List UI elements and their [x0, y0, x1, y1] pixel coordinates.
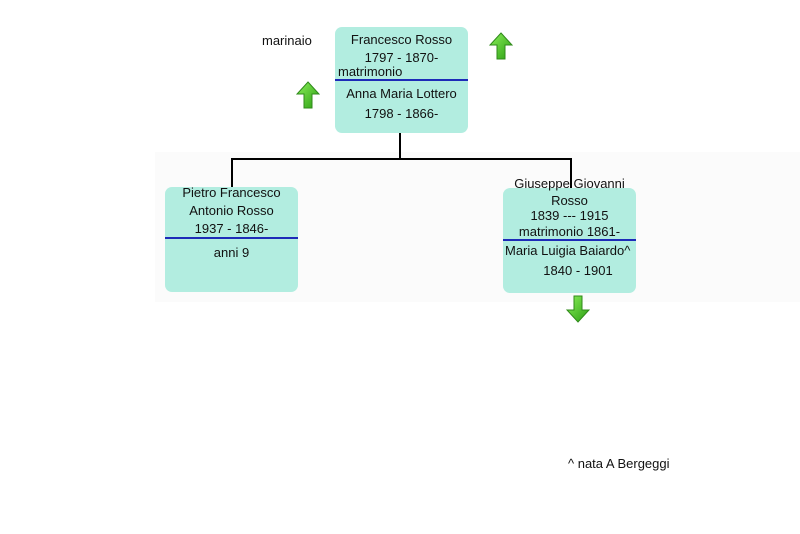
child-dates: 1839 --- 1915 [530, 208, 609, 223]
arrow-up-icon[interactable] [296, 81, 320, 109]
arrow-down-icon[interactable] [566, 295, 590, 323]
footnote: ^ nata A Bergeggi [568, 456, 670, 471]
child-note: anni 9 [213, 245, 250, 260]
spouse-dates: 1840 - 1901 [543, 263, 613, 278]
father-name: Francesco Rosso [350, 32, 453, 47]
child-name-line1: Pietro Francesco [182, 185, 281, 200]
connector-vertical-child-1 [231, 158, 233, 187]
child-name-line1: Giuseppe Giovanni [514, 176, 625, 191]
occupation-note: marinaio [262, 33, 312, 48]
child-box-pietro[interactable] [165, 187, 298, 292]
connector-vertical-parent [399, 133, 401, 160]
connector-vertical-child-2 [570, 158, 572, 188]
child-name-line2: Rosso [551, 193, 588, 208]
arrow-up-icon[interactable] [489, 32, 513, 60]
child-separator [165, 237, 298, 239]
child-dates: 1937 - 1846- [194, 221, 269, 236]
child-name-line2: Antonio Rosso [189, 203, 274, 218]
father-dates: 1797 - 1870- [364, 50, 439, 65]
mother-name: Anna Maria Lottero [346, 86, 457, 101]
child-marriage: matrimonio 1861- [518, 224, 621, 239]
couple-separator [335, 79, 468, 81]
connector-horizontal [231, 158, 572, 160]
child-couple-separator [503, 239, 636, 241]
mother-dates: 1798 - 1866- [364, 106, 439, 121]
spouse-name: Maria Luigia Baiardo^ [505, 243, 631, 258]
marriage-label: matrimonio [338, 64, 403, 79]
